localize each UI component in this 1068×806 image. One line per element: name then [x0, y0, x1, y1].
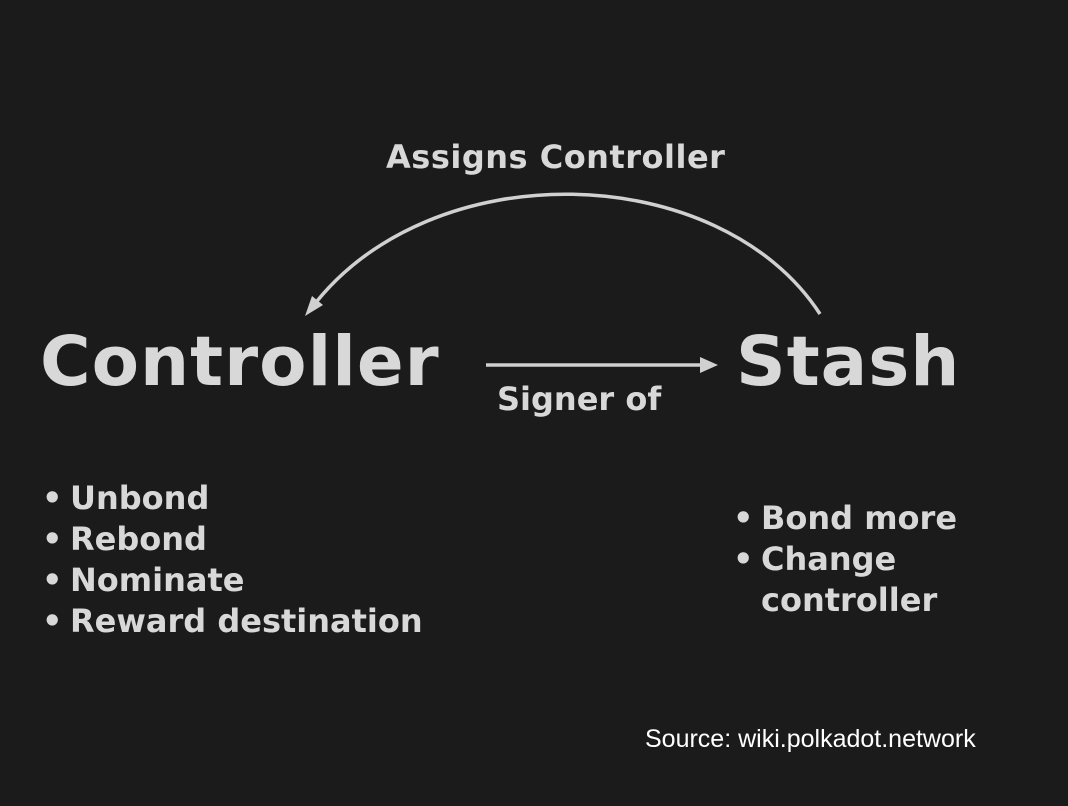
stash-action-item: Bond more	[733, 498, 1053, 539]
controller-node: Controller	[40, 322, 440, 402]
stash-action-item: Change controller	[733, 539, 1053, 621]
stash-node: Stash	[736, 322, 961, 402]
source-caption: Source: wiki.polkadot.network	[645, 725, 976, 753]
controller-actions-list: Unbond Rebond Nominate Reward destinatio…	[42, 478, 423, 642]
controller-action-item: Unbond	[42, 478, 423, 519]
stash-actions-list: Bond more Change controller	[733, 498, 1053, 621]
signer-arrow-head	[700, 357, 718, 373]
controller-action-item: Rebond	[42, 519, 423, 560]
assign-arrow-curve	[308, 192, 822, 315]
signer-of-label: Signer of	[497, 380, 662, 418]
assigns-controller-label: Assigns Controller	[386, 138, 726, 176]
assign-arrow-head	[305, 296, 323, 316]
controller-action-item: Reward destination	[42, 601, 423, 642]
controller-action-item: Nominate	[42, 560, 423, 601]
